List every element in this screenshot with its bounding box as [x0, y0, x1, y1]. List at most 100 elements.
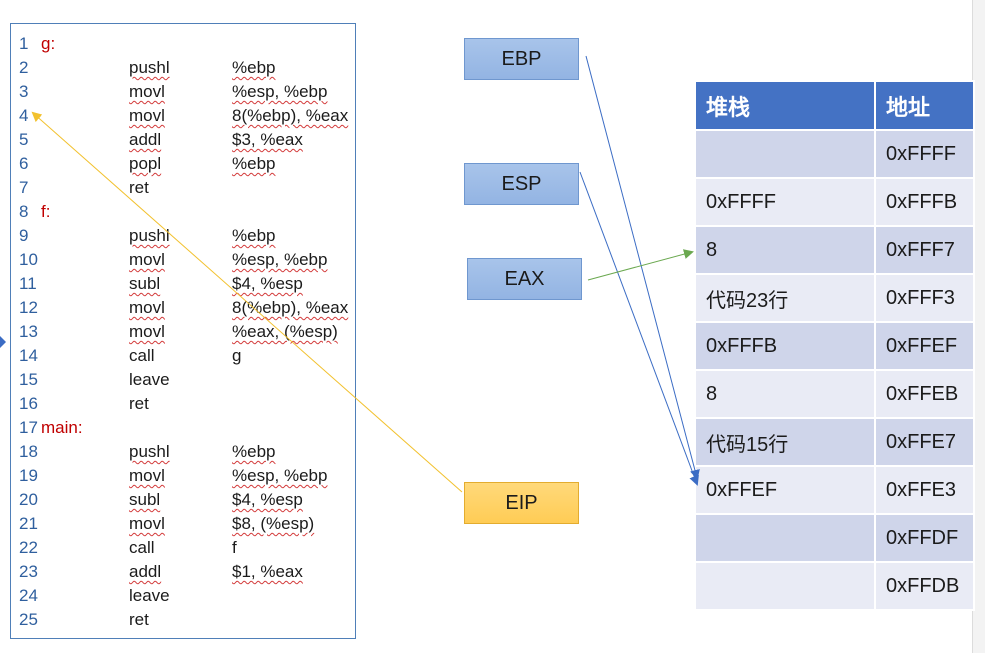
stack-value-cell: 代码23行: [694, 273, 876, 323]
register-eax-box: EAX: [467, 258, 582, 300]
stack-value-cell: [694, 129, 876, 179]
line-number: 6: [19, 154, 29, 173]
line-number: 1: [19, 34, 29, 53]
instruction-opcode: movl: [129, 466, 165, 485]
stack-value-cell: 8: [694, 369, 876, 419]
instruction-operands: %ebp: [232, 154, 276, 173]
instruction-operands: 8(%ebp), %eax: [232, 298, 349, 317]
line-number: 22: [19, 538, 38, 557]
stack-value-cell: [694, 561, 876, 611]
line-number: 15: [19, 370, 38, 389]
line-number: 10: [19, 250, 38, 269]
instruction-operands: $4, %esp: [232, 274, 303, 293]
stack-address-cell: 0xFFE7: [874, 417, 975, 467]
register-esp-box: ESP: [464, 163, 579, 205]
line-number: 8: [19, 202, 29, 221]
line-number: 25: [19, 610, 38, 629]
instruction-opcode: call: [129, 538, 155, 557]
instruction-opcode: movl: [129, 106, 165, 125]
stack-value-cell: [694, 513, 876, 563]
stack-column-header: 堆栈: [694, 80, 876, 131]
line-number: 13: [19, 322, 38, 341]
instruction-opcode: addl: [129, 562, 162, 581]
instruction-operands: %esp, %ebp: [232, 82, 328, 101]
function-label: g:: [41, 34, 56, 53]
stack-address-cell: 0xFFE3: [874, 465, 975, 515]
instruction-operands: 8(%ebp), %eax: [232, 106, 349, 125]
instruction-opcode: subl: [129, 490, 161, 509]
stack-address-cell: 0xFFEB: [874, 369, 975, 419]
stack-value-cell: 代码15行: [694, 417, 876, 467]
instruction-opcode: pushl: [129, 442, 170, 461]
stack-address-cell: 0xFFDF: [874, 513, 975, 563]
instruction-operands: $3, %eax: [232, 130, 303, 149]
eip-pointer-arrow: [31, 111, 463, 493]
register-eax-label: EAX: [504, 267, 545, 290]
instruction-opcode: popl: [129, 154, 162, 173]
stack-address-cell: 0xFFDB: [874, 561, 975, 611]
line-number: 19: [19, 466, 38, 485]
instruction-opcode: leave: [129, 370, 170, 389]
instruction-operands: %eax, (%esp): [232, 322, 338, 341]
instruction-opcode: call: [129, 346, 155, 365]
instruction-operands: $8, (%esp): [232, 514, 315, 533]
instruction-operands: $1, %eax: [232, 562, 303, 581]
instruction-opcode: addl: [129, 130, 162, 149]
instruction-operands: f: [232, 538, 237, 557]
instruction-opcode: ret: [129, 610, 149, 629]
instruction-operands: $4, %esp: [232, 490, 303, 509]
instruction-opcode: movl: [129, 298, 165, 317]
instruction-operands: %esp, %ebp: [232, 250, 328, 269]
address-column-header: 地址: [874, 80, 975, 131]
stack-address-cell: 0xFFF3: [874, 273, 975, 323]
instruction-opcode: movl: [129, 514, 165, 533]
instruction-opcode: ret: [129, 178, 149, 197]
line-number: 7: [19, 178, 29, 197]
collapsed-panel-arrow-icon[interactable]: [0, 336, 6, 348]
register-eip-box: EIP: [464, 482, 579, 524]
register-esp-label: ESP: [501, 172, 542, 195]
line-number: 17: [19, 418, 38, 437]
instruction-opcode: movl: [129, 82, 165, 101]
register-ebp-box: EBP: [464, 38, 579, 80]
line-number: 9: [19, 226, 29, 245]
line-number: 3: [19, 82, 29, 101]
function-label: main:: [41, 418, 83, 437]
stack-row: 0xFFFF: [694, 129, 975, 179]
instruction-opcode: ret: [129, 394, 149, 413]
stack-value-cell: 0xFFEF: [694, 465, 876, 515]
stack-address-cell: 0xFFFF: [874, 129, 975, 179]
line-number: 4: [19, 106, 29, 125]
function-label: f:: [41, 202, 51, 221]
register-eip-label: EIP: [505, 491, 538, 514]
line-number: 11: [19, 274, 37, 293]
instruction-opcode: movl: [129, 250, 165, 269]
assembly-code-panel: 1 g: 2 pushl %ebp 3 movl %esp, %ebp 4 movl 8(%ebp)…: [10, 23, 356, 639]
line-number: 2: [19, 58, 29, 77]
stack-row: 0xFFDF: [694, 513, 975, 563]
line-number: 14: [19, 346, 38, 365]
stack-address-cell: 0xFFF7: [874, 225, 975, 275]
instruction-opcode: subl: [129, 274, 161, 293]
stack-address-cell: 0xFFEF: [874, 321, 975, 371]
stack-table-header: 堆栈 地址: [694, 80, 975, 131]
instruction-opcode: pushl: [129, 58, 170, 77]
stack-address-cell: 0xFFFB: [874, 177, 975, 227]
line-number: 21: [19, 514, 38, 533]
stack-value-cell: 0xFFFB: [694, 321, 876, 371]
instruction-operands: g: [232, 346, 242, 365]
line-number: 20: [19, 490, 38, 509]
stack-value-cell: 0xFFFF: [694, 177, 876, 227]
instruction-operands: %ebp: [232, 226, 276, 245]
eax-pointer-arrow: [587, 249, 694, 281]
line-number: 12: [19, 298, 38, 317]
esp-pointer-arrow: [579, 171, 699, 486]
